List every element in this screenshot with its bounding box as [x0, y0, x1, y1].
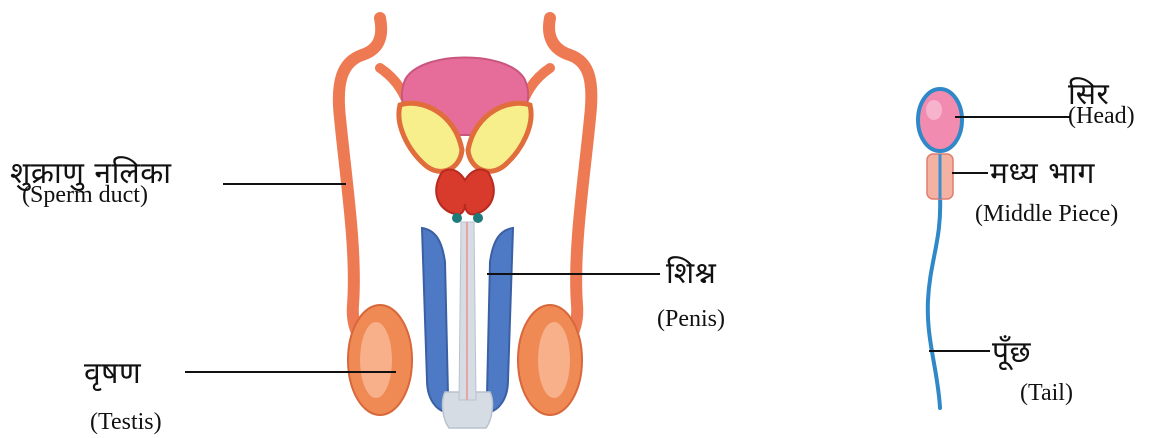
sperm-cell — [918, 89, 962, 408]
testis-english-label: (Testis) — [90, 410, 162, 434]
gland-dot-left — [452, 213, 462, 223]
head-english-label: (Head) — [1068, 104, 1135, 128]
male-reproductive-system — [339, 18, 592, 428]
sperm-duct-english-label: (Sperm duct) — [22, 183, 148, 207]
penis-english-label: (Penis) — [657, 307, 725, 331]
middle-piece-hindi-label: मध्य भाग — [990, 159, 1095, 189]
prostate-gland — [436, 170, 493, 215]
tail-hindi-label: पूँछ — [992, 338, 1031, 368]
sperm-head-highlight — [926, 100, 942, 120]
sperm-head — [918, 89, 962, 151]
gland-dot-right — [473, 213, 483, 223]
sperm-duct-right — [549, 18, 591, 354]
middle-piece-english-label: (Middle Piece) — [975, 202, 1118, 226]
penis-hindi-label: शिश्न — [666, 259, 716, 289]
tail-english-label: (Tail) — [1020, 381, 1073, 405]
sperm-tail — [928, 195, 940, 408]
testis-right-inner — [538, 322, 570, 398]
testis-hindi-label: वृषण — [84, 359, 141, 389]
sperm-duct-left — [339, 18, 381, 354]
testis-left-inner — [360, 322, 392, 398]
